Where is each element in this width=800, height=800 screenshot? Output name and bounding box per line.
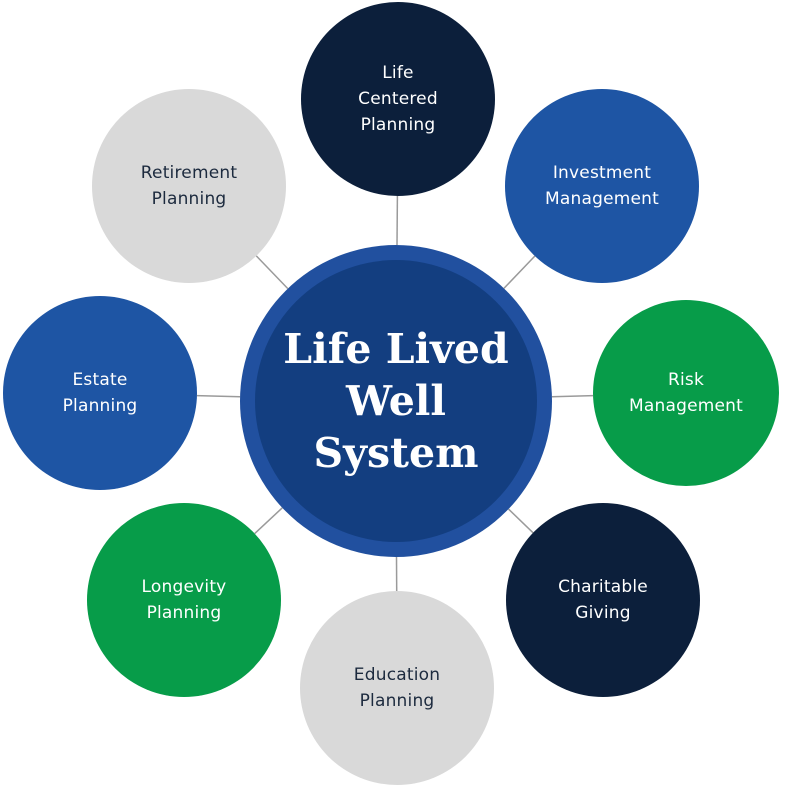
connector-risk-management [551,394,594,398]
node-label: Investment Management [545,163,659,209]
node-investment-management: Investment Management [505,89,699,283]
node-label: Charitable Giving [558,577,648,623]
node-life-centered-planning: Life Centered Planning [301,2,495,196]
node-label: Retirement Planning [140,163,238,209]
node-label: Longevity Planning [141,577,227,623]
node-charitable-giving: Charitable Giving [506,503,700,697]
connector-retirement-planning [255,255,289,290]
node-retirement-planning: Retirement Planning [92,89,286,283]
node-label: Education Planning [353,665,441,711]
connector-longevity-planning [254,507,283,535]
node-label: Life Centered Planning [358,63,438,135]
hub-circle: Life Lived Well System [255,260,537,542]
node-education-planning: Education Planning [300,591,494,785]
node-label: Estate Planning [62,370,138,416]
node-longevity-planning: Longevity Planning [87,503,281,697]
connector-estate-planning [196,394,241,398]
node-risk-management: Risk Management [593,300,779,486]
node-estate-planning: Estate Planning [3,296,197,490]
connector-investment-management [503,255,536,289]
connector-charitable-giving [507,508,534,534]
node-label: Risk Management [629,370,743,416]
hub-title: Life Lived Well System [283,325,509,477]
